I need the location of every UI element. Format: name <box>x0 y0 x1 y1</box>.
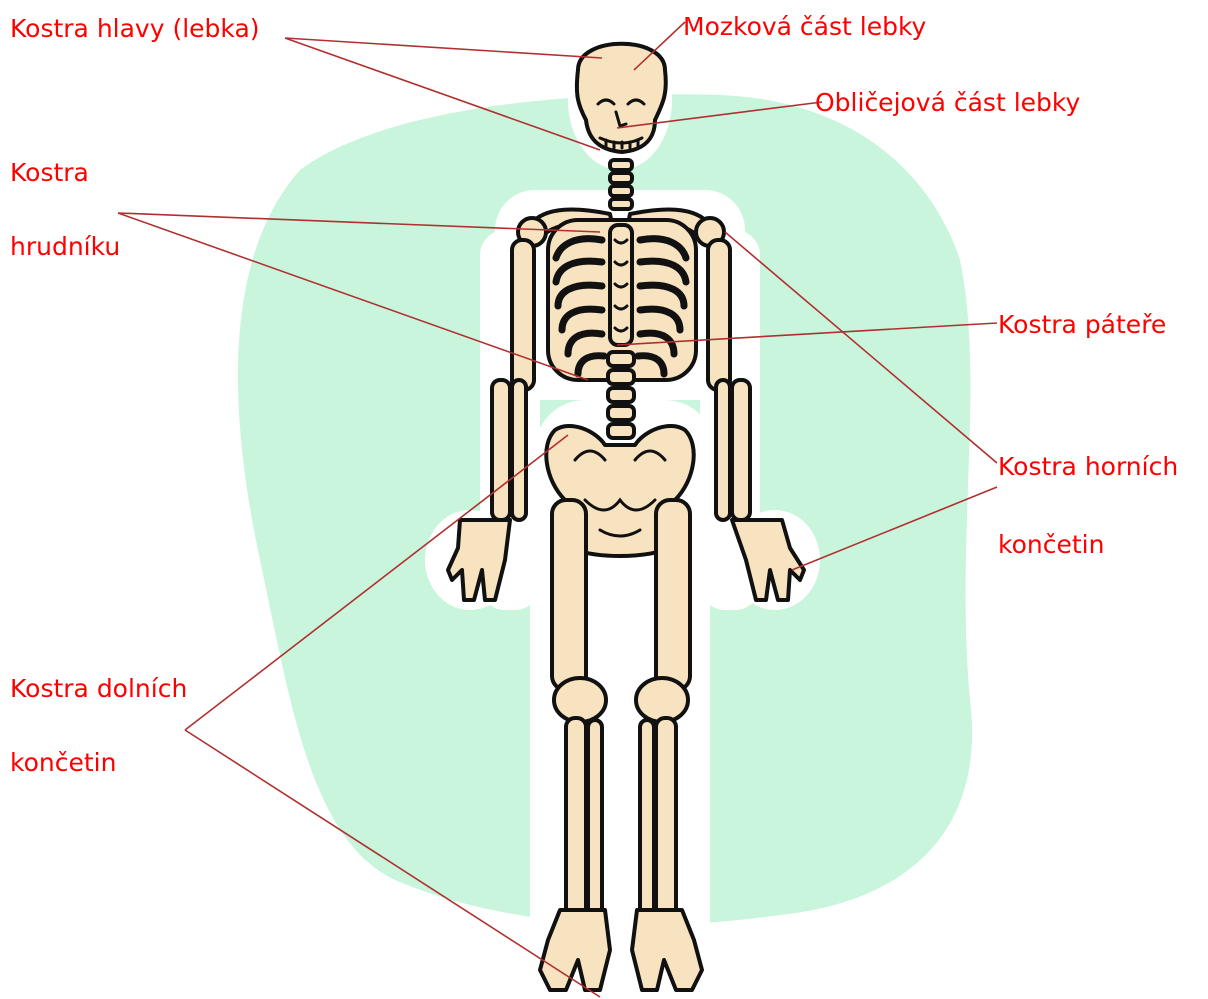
label-spine: Kostra páteře <box>998 310 1166 340</box>
label-thorax-line1: Kostra <box>10 158 89 188</box>
label-lower-limbs-line1: Kostra dolních <box>10 674 187 704</box>
label-upper-limbs-line1: Kostra horních <box>998 452 1178 482</box>
skull <box>577 44 666 152</box>
cervical-spine <box>610 160 632 209</box>
label-thorax-line2: hrudníku <box>10 232 120 262</box>
label-upper-limbs-line2: končetin <box>998 530 1104 560</box>
label-cranium: Mozková část lebky <box>683 12 926 42</box>
lumbar-spine <box>608 352 634 438</box>
label-facial: Obličejová část lebky <box>815 88 1080 118</box>
label-head-skeleton: Kostra hlavy (lebka) <box>10 14 260 44</box>
label-lower-limbs-line2: končetin <box>10 748 116 778</box>
